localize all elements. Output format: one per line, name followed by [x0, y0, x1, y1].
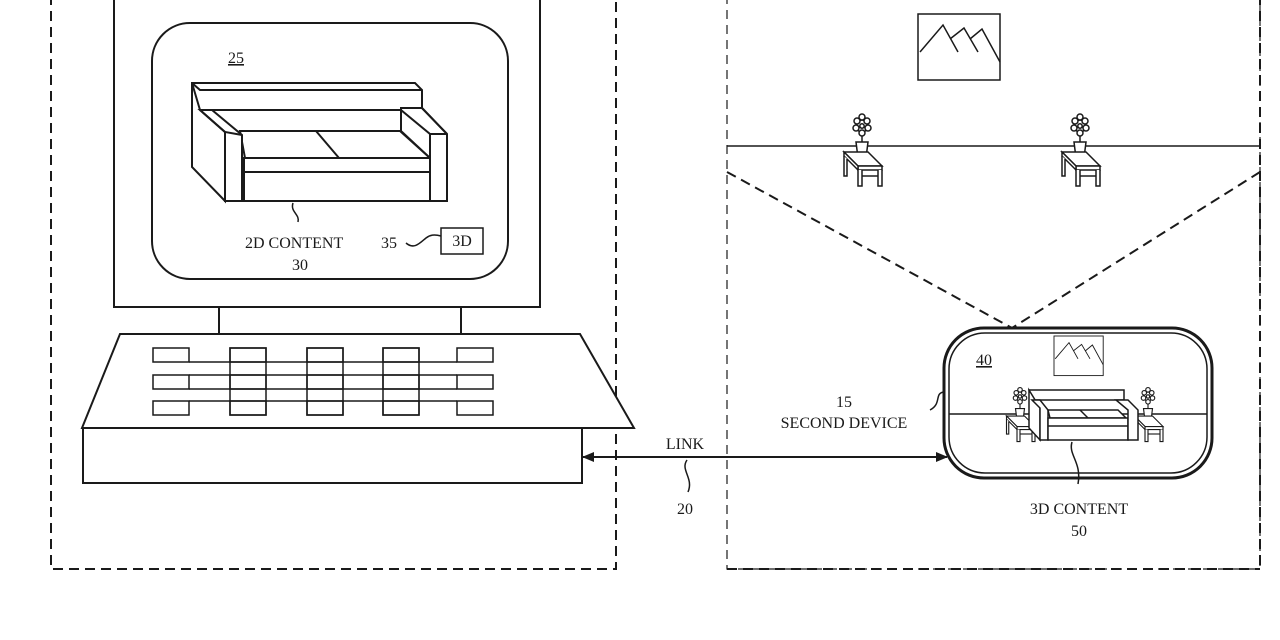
keyboard-key [306, 374, 344, 390]
room-scene [727, 13, 1260, 187]
sofa-3d-content [1027, 387, 1139, 442]
keyboard-key [306, 347, 344, 363]
display-ref: 25 [228, 50, 244, 67]
keyboard-key [229, 400, 267, 416]
keyboard-key [229, 374, 267, 390]
button-ref: 35 [381, 235, 397, 252]
content-50-leader [1070, 441, 1080, 485]
side-table-left [843, 113, 883, 187]
link-leader [684, 459, 691, 493]
content-3d-label: 3D CONTENT [1030, 501, 1128, 518]
second-device-label: SECOND DEVICE [781, 415, 908, 432]
keyboard-base [80, 333, 636, 484]
second-device-ref: 15 [836, 394, 852, 411]
keyboard-key [382, 347, 420, 363]
monitor-stand [218, 306, 462, 335]
keyboard-key [152, 374, 190, 390]
keyboard-key [152, 400, 190, 416]
second-environment-boundary [726, 0, 1261, 570]
keyboard-key [456, 347, 494, 363]
content-2d-ref: 30 [292, 257, 308, 274]
button-35-leader [405, 234, 442, 247]
keyboard-key [456, 374, 494, 390]
mini-wall-picture [1053, 335, 1104, 377]
keyboard-key [382, 374, 420, 390]
keyboard-key [456, 400, 494, 416]
content-30-leader [291, 202, 299, 223]
view-3d-button-label[interactable]: 3D [452, 233, 472, 250]
sofa-2d-content [191, 82, 448, 204]
link-label: LINK [666, 436, 705, 453]
keyboard-key [306, 400, 344, 416]
second-device-15: 40 [942, 326, 1214, 480]
side-table-right [1061, 113, 1101, 187]
link-20: LINK 20 [582, 436, 948, 518]
link-ref: 20 [677, 501, 693, 518]
keyboard-key [229, 347, 267, 363]
content-2d-label: 2D CONTENT [245, 235, 343, 252]
view-3d-button[interactable]: 3D [440, 227, 484, 255]
keyboard-key [382, 400, 420, 416]
first-device-boundary [50, 0, 617, 570]
field-of-view [726, 171, 1261, 329]
keyboard-key [152, 347, 190, 363]
wall-picture [917, 13, 1001, 81]
view-ref: 40 [976, 352, 992, 369]
keyboard-keys [152, 347, 494, 416]
content-3d-ref: 50 [1071, 523, 1087, 540]
second-device-leader [929, 391, 945, 411]
